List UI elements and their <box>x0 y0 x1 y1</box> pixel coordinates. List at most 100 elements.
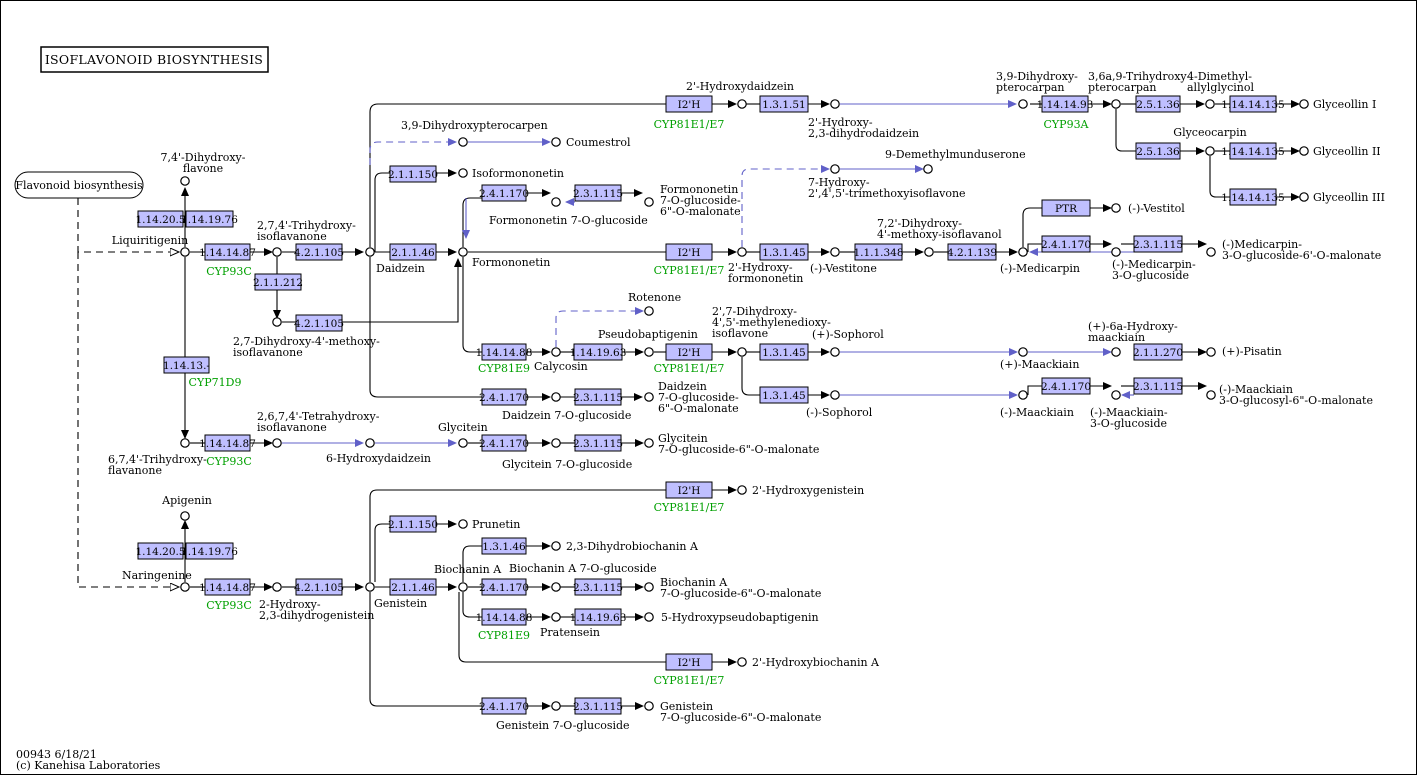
compound-node[interactable] <box>737 99 747 109</box>
compound-label-hydroxydaidzein2[interactable]: 2'-Hydroxydaidzein <box>686 80 794 93</box>
compound-node[interactable] <box>644 306 654 316</box>
compound-label-tetrahydroxy[interactable]: 2,6,7,4'-Tetrahydroxy-isoflavanone <box>257 410 380 434</box>
compound-node[interactable] <box>924 247 934 257</box>
enzyme-box-e-1-14-14-135-c[interactable]: 1.14.14.135 <box>1221 188 1285 206</box>
compound-node[interactable] <box>1206 390 1216 400</box>
enzyme-box-e-1-3-1-46[interactable]: 1.3.1.46 <box>481 537 527 555</box>
compound-label-glycitein[interactable]: Glycitein <box>438 421 488 434</box>
enzyme-box-e-cyp93c-3[interactable]: 1.14.14.87 <box>199 578 256 596</box>
enzyme-label[interactable]: 2.4.1.170 <box>479 582 529 594</box>
compound-label-pseudobaptigenin[interactable]: Pseudobaptigenin <box>598 328 698 341</box>
compound-label-hydroxybiochanin[interactable]: 2'-Hydroxybiochanin A <box>752 656 880 669</box>
map-link-flavonoid[interactable] <box>14 171 144 199</box>
enzyme-label[interactable]: 1.14.14.87 <box>199 438 256 450</box>
enzyme-box-e-1-14-20-5-a[interactable]: 1.14.20.5 <box>135 210 186 228</box>
enzyme-box-e-2-4-1-170-b[interactable]: 2.4.1.170 <box>1041 235 1091 253</box>
compound-node[interactable] <box>551 541 561 551</box>
enzyme-box-e-i2h-5[interactable]: I2'H <box>665 653 713 671</box>
compound-node[interactable] <box>830 99 840 109</box>
enzyme-label[interactable]: 1.14.13.- <box>163 360 210 372</box>
enzyme-box-e-1-14-19-63-b[interactable]: 1.14.19.63 <box>570 608 627 626</box>
compound-label-sophorol-plus[interactable]: (+)-Sophorol <box>812 328 884 341</box>
compound-node[interactable] <box>180 582 190 592</box>
gene-label[interactable]: CYP81E1/E7 <box>654 118 725 131</box>
compound-node[interactable] <box>1018 99 1028 109</box>
enzyme-label[interactable]: 1.14.19.76 <box>181 546 238 558</box>
compound-label-daidzein[interactable]: Daidzein <box>376 262 425 275</box>
compound-label-vestitone[interactable]: (-)-Vestitone <box>810 262 877 275</box>
enzyme-label[interactable]: 1.14.14.135 <box>1221 146 1284 158</box>
gene-label[interactable]: CYP93A <box>1043 118 1089 131</box>
enzyme-label[interactable]: I2'H <box>678 485 701 497</box>
compound-node[interactable] <box>644 197 654 207</box>
enzyme-label[interactable]: 1.14.19.63 <box>570 347 627 359</box>
enzyme-box-e-2-1-1-150-a[interactable]: 2.1.1.150 <box>388 165 438 183</box>
compound-label-glycitein-glc[interactable]: Glycitein 7-O-glucoside <box>502 458 632 471</box>
compound-label-pratensein[interactable]: Pratensein <box>540 626 600 639</box>
enzyme-label[interactable]: 2.3.1.115 <box>573 582 623 594</box>
enzyme-label[interactable]: 2.4.1.170 <box>479 392 529 404</box>
compound-label-hydroxyformononetin[interactable]: 2'-Hydroxy-formononetin <box>728 261 803 285</box>
compound-node[interactable] <box>551 582 561 592</box>
enzyme-box-e-2-3-1-115-f[interactable]: 2.3.1.115 <box>573 578 623 596</box>
enzyme-label[interactable]: 1.3.1.51 <box>762 99 805 111</box>
compound-node[interactable] <box>365 438 375 448</box>
compound-node[interactable] <box>458 247 468 257</box>
enzyme-label[interactable]: 1.14.20.5 <box>135 214 185 226</box>
enzyme-box-e-1-14-19-76-a[interactable]: 1.14.19.76 <box>181 210 238 228</box>
enzyme-box-e-1-3-1-45-c[interactable]: 1.3.1.45 <box>759 386 809 404</box>
compound-node[interactable] <box>272 582 282 592</box>
enzyme-box-e-i2h-3[interactable]: I2'H <box>665 343 713 361</box>
compound-node[interactable] <box>180 511 190 521</box>
enzyme-box-e-2-3-1-115-e[interactable]: 2.3.1.115 <box>573 434 623 452</box>
compound-label-trihydroxypterocarpan[interactable]: 3,6a,9-Trihydroxy-pterocarpan <box>1088 70 1191 94</box>
compound-node[interactable] <box>830 247 840 257</box>
compound-node[interactable] <box>458 582 468 592</box>
compound-label-glyceocarpin[interactable]: Glyceocarpin <box>1173 126 1246 139</box>
enzyme-label[interactable]: 2.1.1.150 <box>388 169 438 181</box>
compound-node[interactable] <box>830 347 840 357</box>
compound-label-pisatin[interactable]: (+)-Pisatin <box>1222 345 1282 358</box>
compound-label-calycosin[interactable]: Calycosin <box>534 360 588 373</box>
enzyme-box-e-42-1105-b[interactable]: 4.2.1.105 <box>294 314 344 332</box>
gene-label[interactable]: CYP81E1/E7 <box>654 674 725 687</box>
enzyme-box-e-2-1-1-150-b[interactable]: 2.1.1.150 <box>388 515 438 533</box>
enzyme-label[interactable]: 4.2.1.105 <box>294 582 344 594</box>
enzyme-label[interactable]: I2'H <box>678 347 701 359</box>
compound-node[interactable] <box>272 438 282 448</box>
enzyme-box-e-2-3-1-115-d[interactable]: 2.3.1.115 <box>573 388 623 406</box>
enzyme-label[interactable]: 2.4.1.170 <box>1041 381 1091 393</box>
compound-label-apigenin[interactable]: Apigenin <box>161 494 212 507</box>
compound-node[interactable] <box>1018 347 1028 357</box>
enzyme-label[interactable]: 2.3.1.115 <box>573 438 623 450</box>
enzyme-box-e-1-14-14-88-a[interactable]: 1.14.14.88 <box>476 343 533 361</box>
enzyme-box-e-2-4-1-170-d[interactable]: 2.4.1.170 <box>479 388 529 406</box>
compound-node[interactable] <box>644 347 654 357</box>
enzyme-box-e-42-1105-a[interactable]: 4.2.1.105 <box>294 243 344 261</box>
enzyme-label[interactable]: 4.2.1.105 <box>294 247 344 259</box>
enzyme-box-e-42-1105-c[interactable]: 4.2.1.105 <box>294 578 344 596</box>
enzyme-label[interactable]: 2.1.1.270 <box>1133 347 1183 359</box>
enzyme-box-e-1-3-1-45-b[interactable]: 1.3.1.45 <box>759 343 809 361</box>
enzyme-label[interactable]: 2.4.1.170 <box>1041 239 1091 251</box>
enzyme-box-e-2-3-1-115-b[interactable]: 2.3.1.115 <box>1133 235 1183 253</box>
enzyme-label[interactable]: 1.14.19.76 <box>181 214 238 226</box>
compound-label-maackiain-minus[interactable]: (-)-Maackiain <box>1000 406 1074 419</box>
compound-node[interactable] <box>1111 390 1121 400</box>
enzyme-box-e-2-1-1-46-b[interactable]: 2.1.1.46 <box>389 578 437 596</box>
enzyme-label[interactable]: PTR <box>1055 203 1078 215</box>
compound-node[interactable] <box>737 657 747 667</box>
compound-label-vestitol[interactable]: (-)-Vestitol <box>1128 202 1185 215</box>
enzyme-box-e-ptr[interactable]: PTR <box>1041 199 1091 217</box>
compound-label-methylmunduserone[interactable]: 9-Demethylmunduserone <box>885 148 1026 161</box>
gene-label[interactable]: CYP93C <box>206 455 252 468</box>
enzyme-box-e-2-4-1-170-e[interactable]: 2.4.1.170 <box>479 434 529 452</box>
compound-node[interactable] <box>923 164 933 174</box>
compound-label-dihydroxyflavone[interactable]: 7,4'-Dihydroxy-flavone <box>161 151 246 175</box>
enzyme-box-e-i2h-1[interactable]: I2'H <box>665 95 713 113</box>
enzyme-label[interactable]: 2.1.1.46 <box>391 247 435 259</box>
enzyme-box-e-2-4-1-170-c[interactable]: 2.4.1.170 <box>1041 377 1091 395</box>
